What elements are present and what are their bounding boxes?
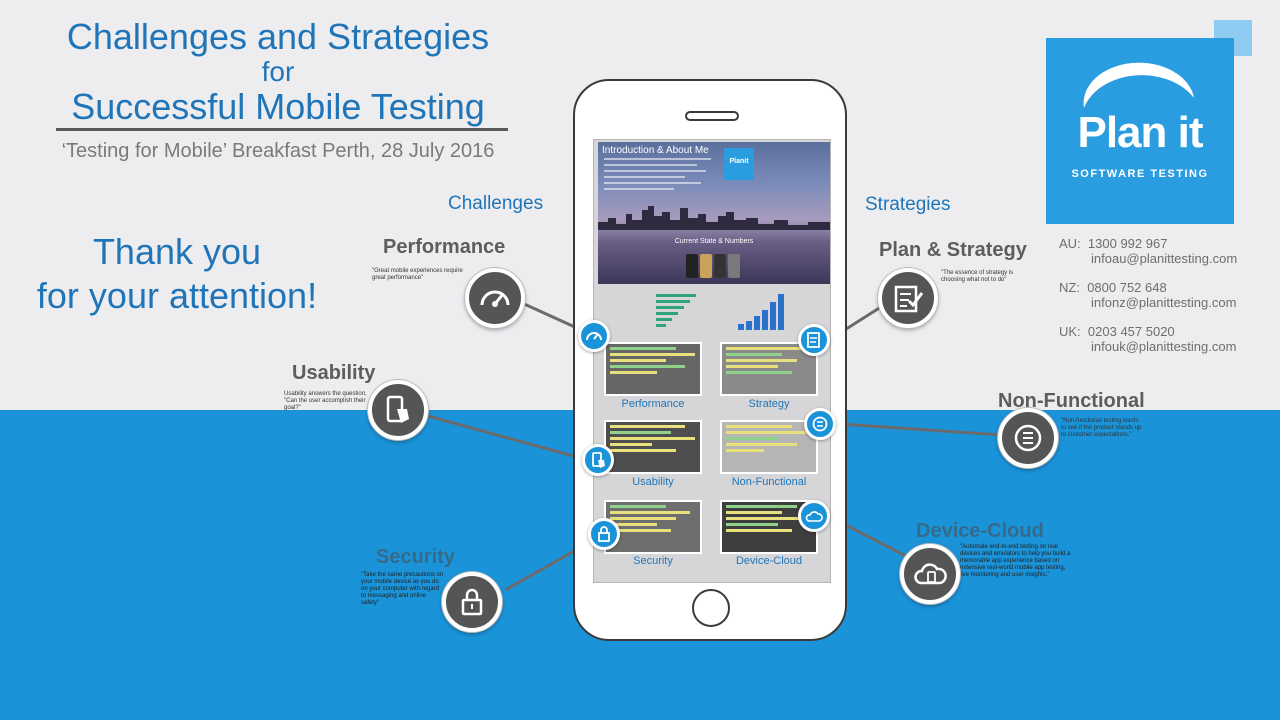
plan-strategy-small-icon[interactable] <box>798 324 830 356</box>
contact-nz-phone: 0800 752 648 <box>1087 280 1167 295</box>
performance-speedometer-icon[interactable] <box>465 268 525 328</box>
device-cloud-title: Device-Cloud <box>916 520 1044 542</box>
thumb-label-security: Security <box>633 555 673 567</box>
strategies-heading: Strategies <box>865 194 951 215</box>
touch-phone-icon <box>386 395 409 423</box>
contact-uk-email[interactable]: infouk@planittesting.com <box>1091 339 1237 354</box>
plan-strategy-title: Plan & Strategy <box>879 239 1027 261</box>
phone-screen: Introduction & About Me Planit Current S… <box>593 139 831 583</box>
usability-title: Usability <box>292 362 376 384</box>
usability-slide-thumbnail[interactable] <box>604 420 702 474</box>
current-state-heading: Current State & Numbers <box>674 238 754 245</box>
security-small-icon[interactable] <box>588 518 620 550</box>
logo-name: Plan it <box>1077 108 1203 157</box>
thumb-label-performance: Performance <box>621 398 685 410</box>
intro-bullets <box>604 158 720 194</box>
usability-touch-icon[interactable] <box>368 380 428 440</box>
usability-quote: Usability answers the question, "Can the… <box>284 391 367 411</box>
checklist-icon <box>807 332 820 348</box>
contact-au: AU: 1300 992 967 infoau@planittesting.co… <box>1059 236 1237 266</box>
page-title-line1: Challenges and Strategies <box>66 16 490 57</box>
contact-au-email[interactable]: infoau@planittesting.com <box>1091 251 1238 266</box>
phone-speaker <box>685 111 739 121</box>
non-functional-slide-thumbnail[interactable] <box>720 420 818 474</box>
logo-swoosh <box>1083 62 1194 108</box>
phone-home-button <box>692 589 730 627</box>
title-underline <box>56 128 508 131</box>
performance-title: Performance <box>383 236 506 258</box>
intro-planit-logo: Planit <box>724 148 754 180</box>
contact-au-phone: 1300 992 967 <box>1087 236 1168 251</box>
thumb-label-strategy: Strategy <box>748 398 790 410</box>
plan-strategy-quote: "The essence of strategy is choosing wha… <box>941 270 1014 283</box>
cloud-device-icon <box>914 563 947 585</box>
device-cloud-small-icon[interactable] <box>798 500 830 532</box>
intro-slide-thumbnail[interactable]: Introduction & About Me Planit Current S… <box>598 142 830 284</box>
contact-uk-phone: 0203 457 5020 <box>1087 324 1175 339</box>
contact-uk: UK: 0203 457 5020 infouk@planittesting.c… <box>1059 324 1236 354</box>
performance-quote: "Great mobile experiences require great … <box>372 268 463 281</box>
plan-strategy-checklist-icon[interactable] <box>878 268 938 328</box>
page-title-line3: Successful Mobile Testing <box>71 86 485 127</box>
checklist-icon <box>894 285 924 313</box>
device-cloud-icon[interactable] <box>900 544 960 604</box>
logo-tagline: SOFTWARE TESTING <box>1071 168 1209 180</box>
contact-nz-email[interactable]: infonz@planittesting.com <box>1091 295 1237 310</box>
page-subtitle: ‘Testing for Mobile’ Breakfast Perth, 28… <box>61 140 495 162</box>
security-slide-thumbnail[interactable] <box>604 500 702 554</box>
gauge-list-icon <box>1014 424 1042 452</box>
non-functional-quote: "Non-functional testing wants to see if … <box>1061 418 1142 438</box>
contact-nz-label: NZ: <box>1059 280 1080 295</box>
thank-you-line1: Thank you <box>92 231 262 272</box>
phones-image <box>686 254 740 278</box>
device-cloud-quote: "Automate end-to-end testing on real dev… <box>960 544 1071 578</box>
gauge-list-icon <box>812 416 828 432</box>
thumb-label-usability: Usability <box>632 476 674 488</box>
lock-icon <box>461 588 483 616</box>
speedometer-icon <box>480 290 510 307</box>
intro-slide-title: Introduction & About Me <box>602 145 709 156</box>
thank-you-line2: for your attention! <box>36 275 318 316</box>
contact-nz: NZ: 0800 752 648 infonz@planittesting.co… <box>1059 280 1236 310</box>
thank-you-message: Thank you for your attention! <box>12 230 342 318</box>
non-functional-small-icon[interactable] <box>804 408 836 440</box>
non-functional-title: Non-Functional <box>998 390 1145 412</box>
planit-logo[interactable]: Plan it SOFTWARE TESTING <box>1046 38 1234 224</box>
page-title-line2: for <box>261 56 295 87</box>
challenges-heading: Challenges <box>448 193 544 214</box>
touch-phone-icon <box>592 452 605 468</box>
contact-uk-label: UK: <box>1059 324 1081 339</box>
usability-small-icon[interactable] <box>582 444 614 476</box>
thumb-label-non-functional: Non-Functional <box>731 476 807 488</box>
security-lock-icon[interactable] <box>442 572 502 632</box>
performance-small-icon[interactable] <box>578 320 610 352</box>
speedometer-icon <box>586 332 602 341</box>
cloud-device-icon <box>805 511 823 522</box>
non-functional-gauge-icon[interactable] <box>998 408 1058 468</box>
strategy-slide-thumbnail[interactable] <box>720 342 818 396</box>
thumb-label-device-cloud: Device-Cloud <box>735 555 803 567</box>
performance-slide-thumbnail[interactable] <box>604 342 702 396</box>
city-skyline-image <box>598 206 830 230</box>
contact-au-label: AU: <box>1059 236 1081 251</box>
phone-mockup: Introduction & About Me Planit Current S… <box>573 79 847 641</box>
statistics-charts <box>656 294 784 330</box>
security-quote: "Take the same precautions on your mobil… <box>361 572 444 606</box>
security-title: Security <box>376 546 455 568</box>
lock-icon <box>598 526 610 542</box>
